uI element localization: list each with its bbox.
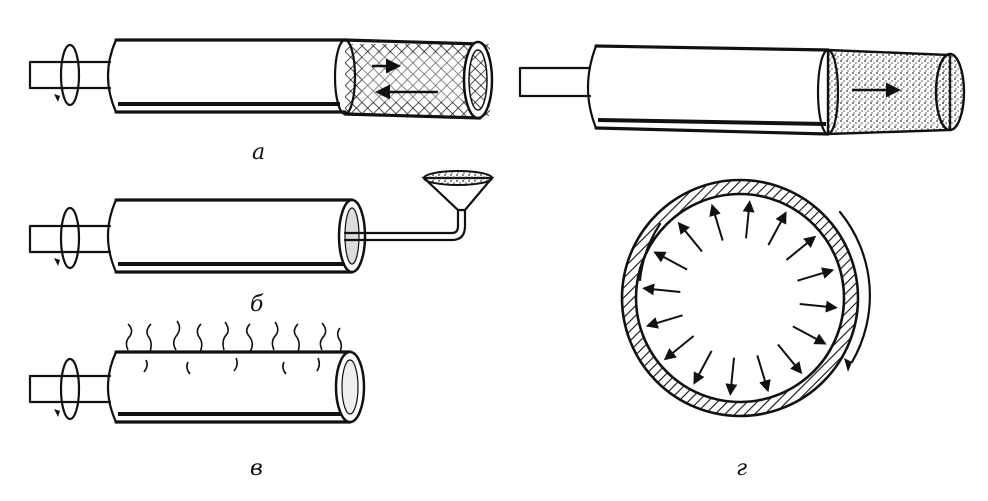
- radial-arrow: [645, 314, 683, 329]
- radial-arrow: [785, 235, 817, 261]
- feed-pipe: [343, 208, 460, 235]
- cylinder-b: [28, 170, 495, 274]
- radial-arrow: [642, 283, 681, 296]
- radial-arrow: [792, 325, 827, 345]
- radial-arrow: [797, 267, 835, 282]
- label-g: г: [736, 456, 748, 481]
- inner-wall: [634, 192, 846, 404]
- cylinder-v: [28, 320, 366, 424]
- radial-arrow: [756, 355, 771, 393]
- fibers: [125, 320, 343, 375]
- radial-arrow: [693, 350, 713, 385]
- radial-arrow: [709, 203, 724, 241]
- ring-cross-section: [620, 178, 871, 418]
- rotation-arrow-v: [59, 357, 81, 421]
- radial-arrow: [799, 300, 838, 313]
- cylinder-a: [28, 38, 494, 120]
- rotation-arrow-b: [59, 206, 81, 270]
- radial-arrow: [742, 200, 755, 239]
- radial-arrow: [725, 357, 738, 396]
- rotation-arc: [838, 210, 871, 364]
- label-v: в: [250, 456, 263, 481]
- cylinder-right: [518, 44, 966, 136]
- radial-arrows: [642, 200, 838, 396]
- radial-arrow: [777, 343, 803, 375]
- shaft-a: [28, 60, 112, 90]
- radial-arrow: [653, 251, 688, 271]
- rotation-arrow-a: [59, 43, 81, 107]
- stipple-section: [826, 48, 952, 136]
- radial-arrow: [663, 335, 695, 361]
- radial-arrow: [767, 211, 787, 246]
- label-a: а: [252, 140, 266, 165]
- label-b: б: [250, 292, 264, 317]
- radial-arrow: [677, 221, 703, 253]
